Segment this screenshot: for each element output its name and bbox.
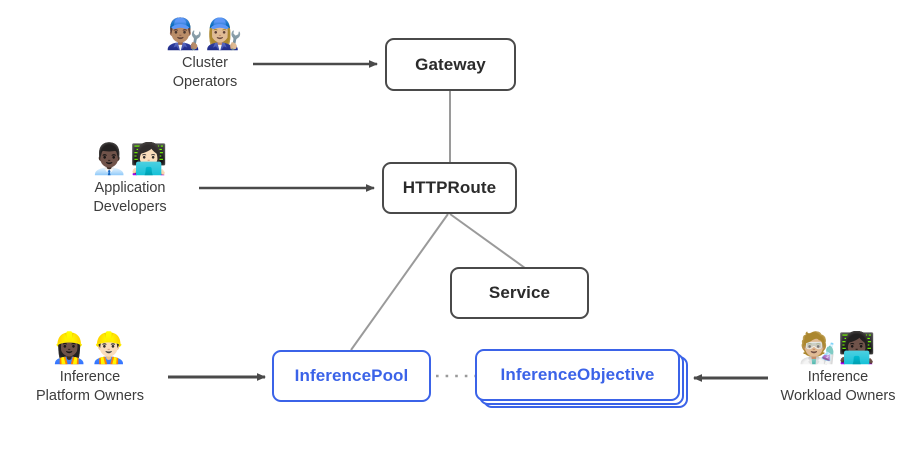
node-inferenceobjective[interactable]: InferenceObjective	[475, 349, 680, 401]
node-inferencepool-label: InferencePool	[294, 366, 409, 385]
application-developers-icon: 👨🏿‍💼👩🏻‍💻	[90, 143, 170, 176]
cluster-operators-icon: 👨🏽‍🔧👩🏼‍🔧	[165, 18, 245, 51]
inference-workload-owners-icon: 🧑🏼‍🔬👩🏿‍💻	[798, 332, 878, 365]
node-inferencepool[interactable]: InferencePool	[272, 350, 431, 402]
node-service-label: Service	[488, 283, 551, 302]
node-service[interactable]: Service	[450, 267, 589, 319]
actor-inference-workload-owners[interactable]: 🧑🏼‍🔬👩🏿‍💻 Inference Workload Owners	[743, 332, 902, 406]
actor-application-developers-label: Application Developers	[93, 180, 167, 215]
actor-inference-platform-owners-label: Inference Platform Owners	[36, 369, 144, 404]
node-httproute-label: HTTPRoute	[402, 178, 497, 197]
actor-cluster-operators-label: Cluster Operators	[172, 55, 238, 90]
node-gateway-label: Gateway	[415, 54, 486, 74]
node-inferenceobjective-label: InferenceObjective	[500, 365, 655, 384]
node-httproute[interactable]: HTTPRoute	[382, 162, 517, 214]
actor-inference-workload-owners-label: Inference Workload Owners	[780, 369, 896, 404]
actor-application-developers[interactable]: 👨🏿‍💼👩🏻‍💻 Application Developers	[35, 143, 225, 217]
edge-httproute-to-service	[449, 213, 526, 269]
actor-inference-platform-owners[interactable]: 👷🏿‍♀️👷🏻‍♂️ Inference Platform Owners	[0, 332, 185, 406]
actor-cluster-operators[interactable]: 👨🏽‍🔧👩🏼‍🔧 Cluster Operators	[110, 18, 300, 92]
node-gateway[interactable]: Gateway	[385, 38, 516, 91]
edge-httproute-to-inferencepool	[350, 213, 449, 351]
inference-platform-owners-icon: 👷🏿‍♀️👷🏻‍♂️	[50, 332, 130, 365]
